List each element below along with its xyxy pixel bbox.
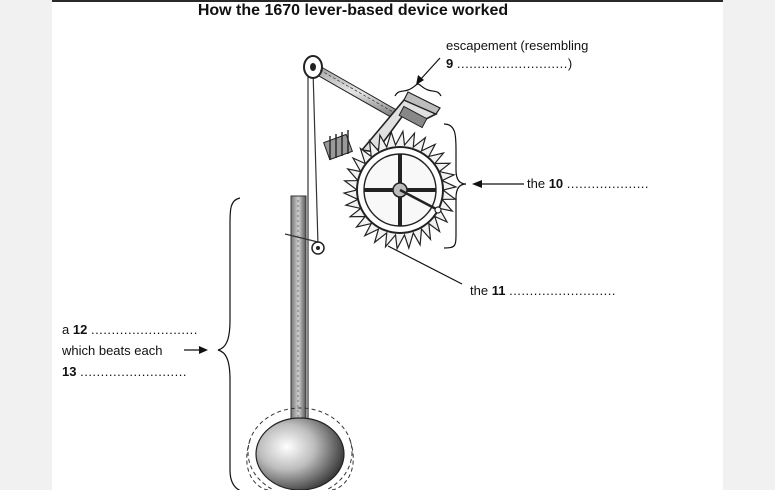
right-margin-panel (723, 0, 775, 490)
answer-blank-13[interactable]: .......................... (80, 364, 188, 379)
pendulum-label-line1: a 12 .......................... (62, 322, 198, 338)
answer-blank-10[interactable]: .................... (566, 176, 650, 191)
question-number-9: 9 (446, 56, 454, 71)
pendulum-bracket (184, 197, 241, 490)
question-number-11: 11 (491, 283, 506, 298)
wheel-label-prefix: the (527, 176, 546, 191)
answer-blank-9[interactable]: ...........................) (456, 56, 573, 71)
pendulum-label-line2: which beats each (62, 343, 163, 358)
answer-blank-11[interactable]: .......................... (509, 283, 616, 298)
teeth-label-prefix: the (470, 283, 489, 298)
question-number-10: 10 (548, 176, 564, 191)
suspension-wires (284, 66, 325, 420)
small-pinion-gear (323, 130, 353, 161)
diagram-title: How the 1670 lever-based device worked (197, 2, 509, 19)
question-number-13: 13 (62, 364, 77, 379)
answer-blank-12[interactable]: .......................... (90, 322, 198, 337)
left-margin-panel (0, 0, 52, 490)
wheel-bracket (443, 123, 524, 249)
escapement-label-line2: 9 ...........................) (446, 56, 573, 72)
wheel-label: the 10 .................... (527, 176, 649, 192)
escape-wheel (342, 129, 458, 251)
question-number-12: 12 (72, 322, 88, 337)
escapement-axle (303, 55, 401, 121)
escapement-pointer (394, 57, 442, 97)
top-border (0, 0, 775, 2)
pendulum-label-line3: 13 .......................... (62, 364, 187, 380)
pendulum-rod (290, 195, 307, 437)
escapement-label-line1: escapement (resembling (446, 38, 589, 53)
pendulum-label-prefix: a (62, 322, 70, 337)
pendulum-bob (246, 407, 354, 490)
teeth-label: the 11 .......................... (470, 283, 616, 299)
teeth-pointer (387, 245, 463, 285)
